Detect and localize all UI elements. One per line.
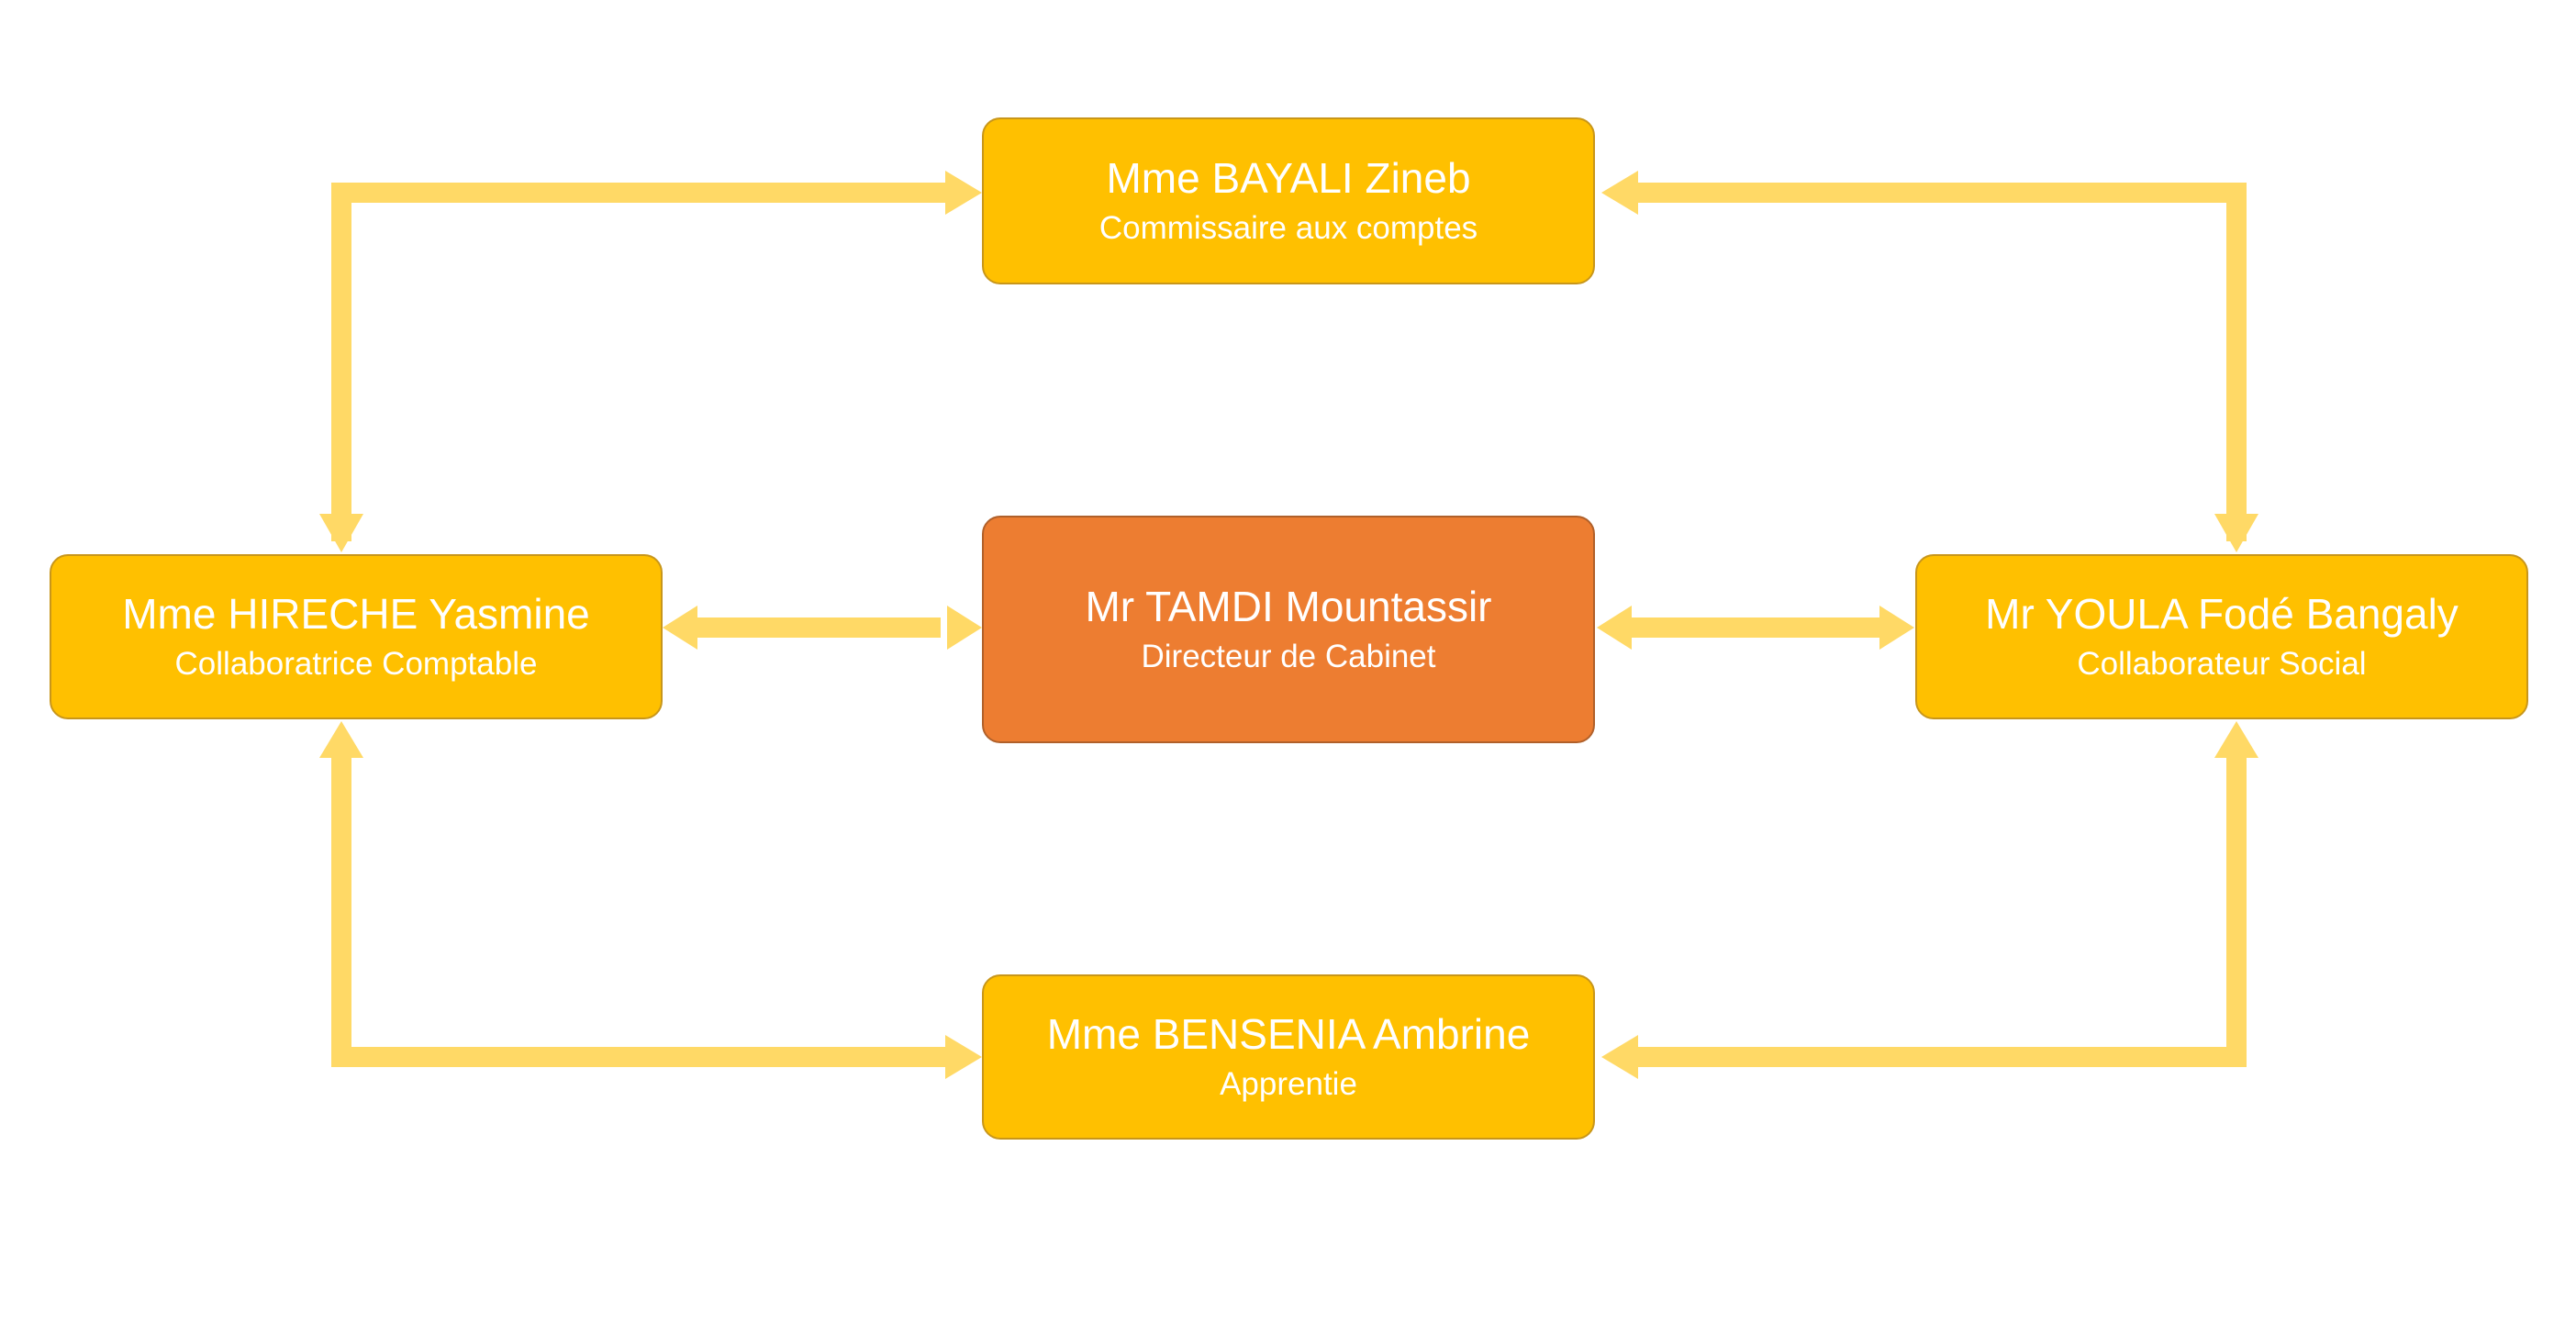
arrowhead (1601, 1035, 1638, 1079)
node-collaboratrice-comptable: Mme HIRECHE Yasmine Collaboratrice Compt… (50, 554, 663, 719)
node-role: Apprentie (1220, 1066, 1357, 1102)
node-role: Directeur de Cabinet (1141, 639, 1436, 674)
arrowhead (319, 514, 363, 552)
arrowhead (2214, 721, 2258, 758)
node-role: Collaborateur Social (2077, 646, 2367, 682)
node-name: Mr TAMDI Mountassir (1085, 583, 1492, 630)
connector-left-top (331, 183, 945, 541)
node-name: Mme HIRECHE Yasmine (122, 590, 590, 638)
arrowhead (947, 606, 982, 650)
node-name: Mme BAYALI Zineb (1106, 154, 1471, 202)
arrowhead (1879, 606, 1914, 650)
connector-right-top (1638, 183, 2247, 541)
arrowhead (1597, 606, 1632, 650)
arrowhead (945, 171, 982, 215)
connector-right-bottom (1638, 743, 2247, 1067)
node-commissaire: Mme BAYALI Zineb Commissaire aux comptes (982, 117, 1595, 284)
node-role: Collaboratrice Comptable (174, 646, 538, 682)
arrowhead (945, 1035, 982, 1079)
node-name: Mme BENSENIA Ambrine (1046, 1010, 1531, 1058)
arrowhead (1601, 171, 1638, 215)
connector-left-bottom (331, 743, 945, 1067)
arrowhead (663, 606, 697, 650)
node-role: Commissaire aux comptes (1098, 210, 1478, 246)
node-collaborateur-social: Mr YOULA Fodé Bangaly Collaborateur Soci… (1915, 554, 2528, 719)
node-apprentie: Mme BENSENIA Ambrine Apprentie (982, 974, 1595, 1140)
node-directeur: Mr TAMDI Mountassir Directeur de Cabinet (982, 516, 1595, 743)
arrowhead (319, 721, 363, 758)
node-name: Mr YOULA Fodé Bangaly (1985, 590, 2459, 638)
arrowhead (2214, 514, 2258, 552)
